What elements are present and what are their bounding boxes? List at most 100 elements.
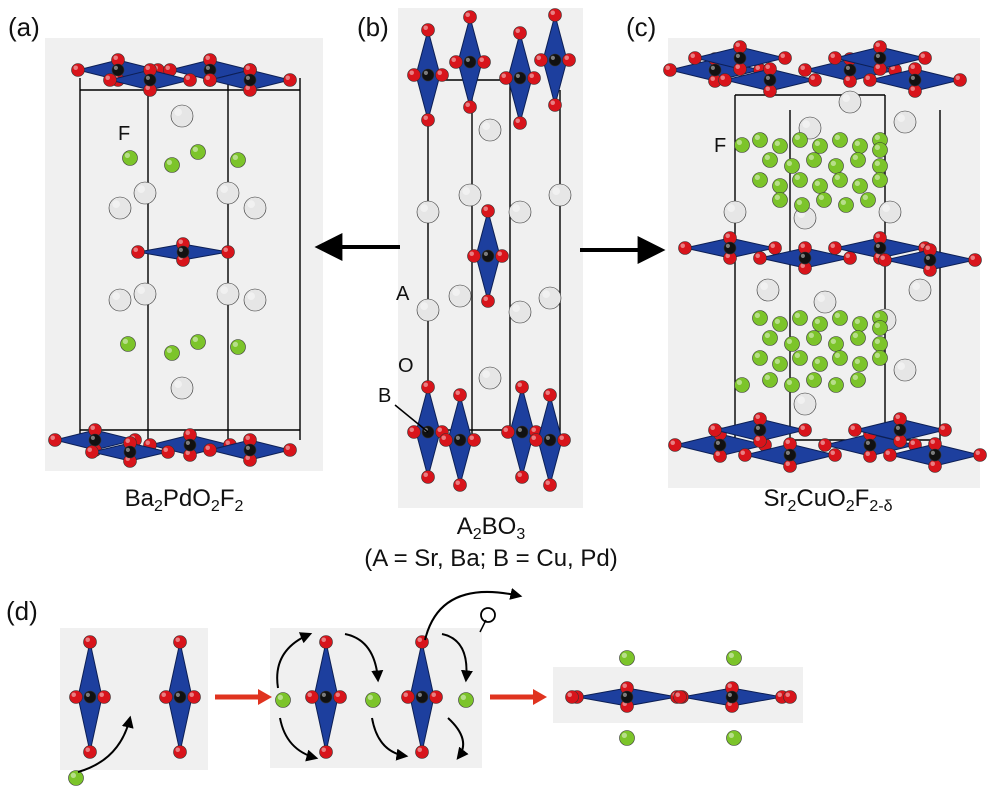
oxygen-atom: [548, 98, 562, 112]
oxygen-atom: [183, 73, 197, 87]
oxygen-atom-highlight: [845, 253, 850, 258]
b-site-atom-highlight: [725, 243, 731, 248]
oxygen-atom: [808, 73, 822, 87]
oxygen-atom-highlight: [727, 683, 732, 688]
fluorine-atom-highlight: [786, 379, 792, 385]
atom-label-f-a: F: [118, 123, 130, 145]
fluorine-atom: [806, 152, 822, 168]
formula-b-note: (A = Sr, Ba; B = Cu, Pd): [364, 545, 617, 572]
oxygen-atom-highlight: [335, 692, 340, 697]
b-site-atom-highlight: [455, 435, 460, 440]
oxygen-atom: [863, 73, 877, 87]
b-site-atom: [893, 423, 907, 437]
formula-part: A: [457, 513, 473, 540]
d-released-oxygen: [480, 607, 496, 623]
b-site-atom: [453, 433, 467, 447]
b-site-atom-highlight: [910, 75, 916, 80]
oxygen-atom: [678, 241, 692, 255]
fluorine-atom: [122, 150, 138, 166]
panel-tag-d: (d): [6, 596, 38, 626]
fluorine-atom: [784, 158, 800, 174]
oxygen-atom: [763, 84, 777, 98]
formula-part: PdO: [163, 485, 211, 512]
fluorine-atom-highlight: [814, 358, 820, 364]
oxygen-atom-highlight: [720, 75, 725, 80]
oxygen-atom: [918, 51, 932, 65]
a-site-atom: [243, 288, 267, 312]
oxygen-atom-highlight: [875, 42, 880, 47]
oxygen-atom-highlight: [417, 747, 422, 752]
b-site-atom-highlight: [930, 450, 936, 455]
oxygen-atom: [305, 690, 319, 704]
b-site-atom: [873, 241, 887, 255]
fluorine-atom-highlight: [774, 140, 780, 146]
b-site-atom-highlight: [895, 425, 901, 430]
fluorine-atom-highlight: [794, 134, 800, 140]
b-site-atom: [415, 690, 429, 704]
oxygen-atom-highlight: [940, 425, 945, 430]
fluorine-atom: [812, 138, 828, 154]
oxygen-atom-highlight: [423, 382, 428, 387]
b-site-atom: [88, 433, 102, 447]
fluorine-atom-highlight: [874, 174, 880, 180]
oxygen-atom-highlight: [245, 65, 251, 70]
oxygen-atom-highlight: [175, 637, 181, 642]
oxygen-atom: [783, 437, 797, 451]
fluorine-atom-highlight: [754, 352, 760, 358]
oxygen-atom-highlight: [321, 637, 326, 642]
a-site-atom: [216, 181, 240, 205]
oxygen-atom-highlight: [895, 414, 900, 419]
fluorine-atom: [762, 152, 778, 168]
oxygen-atom-highlight: [930, 439, 935, 444]
oxygen-atom-highlight: [755, 436, 760, 441]
oxygen-atom: [534, 53, 548, 67]
structure-drawing: [48, 8, 987, 786]
fluorine-atom: [794, 197, 810, 213]
a-site-atom-highlight: [452, 288, 460, 296]
b-site-atom: [143, 73, 157, 87]
b-site-atom-highlight: [765, 75, 771, 80]
fluorine-atom-highlight: [764, 332, 770, 338]
oxygen-atom: [527, 71, 541, 85]
fluorine-atom-highlight: [808, 332, 814, 338]
fluorine-atom-highlight: [764, 154, 770, 160]
formula-part: CuO: [796, 485, 845, 512]
oxygen-atom-highlight: [205, 55, 211, 60]
a-site-atom: [108, 288, 132, 312]
fluorine-atom-highlight: [834, 174, 840, 180]
oxygen-atom-highlight: [465, 102, 470, 107]
oxygen-atom-highlight: [437, 427, 442, 432]
oxygen-atom: [878, 253, 892, 267]
oxygen-atom: [203, 73, 217, 87]
oxygen-atom-highlight: [800, 425, 805, 430]
fluorine-atom: [164, 157, 180, 173]
oxygen-atom-highlight: [469, 251, 474, 256]
b-site-atom: [513, 71, 527, 85]
oxygen-atom: [439, 433, 453, 447]
fluorine-atom-highlight: [830, 160, 836, 166]
b-site-atom: [111, 63, 125, 77]
oxygen-atom-highlight: [403, 692, 408, 697]
oxygen-atom-highlight: [105, 75, 110, 80]
oxygen-atom-highlight: [865, 451, 870, 456]
oxygen-atom: [401, 690, 415, 704]
fluorine-atom: [832, 350, 848, 366]
oxygen-atom: [873, 40, 887, 54]
oxygen-atom: [103, 73, 117, 87]
fluorine-atom: [726, 730, 742, 746]
b-site-atom-highlight: [125, 447, 130, 452]
a-site-atom-highlight: [462, 187, 470, 195]
a-site-atom-highlight: [112, 292, 120, 300]
fluorine-atom-highlight: [834, 352, 840, 358]
oxygen-atom: [828, 241, 842, 255]
fluorine-atom: [772, 356, 788, 372]
oxygen-atom: [407, 425, 421, 439]
b-site-atom: [873, 51, 887, 65]
oxygen-atom-highlight: [321, 747, 326, 752]
fluorine-atom: [190, 334, 206, 350]
d-rotation-arrow-3: [279, 717, 319, 762]
fluorine-atom: [812, 178, 828, 194]
b-site-atom: [243, 73, 257, 87]
oxygen-atom: [798, 423, 812, 437]
fluorine-atom: [772, 178, 788, 194]
